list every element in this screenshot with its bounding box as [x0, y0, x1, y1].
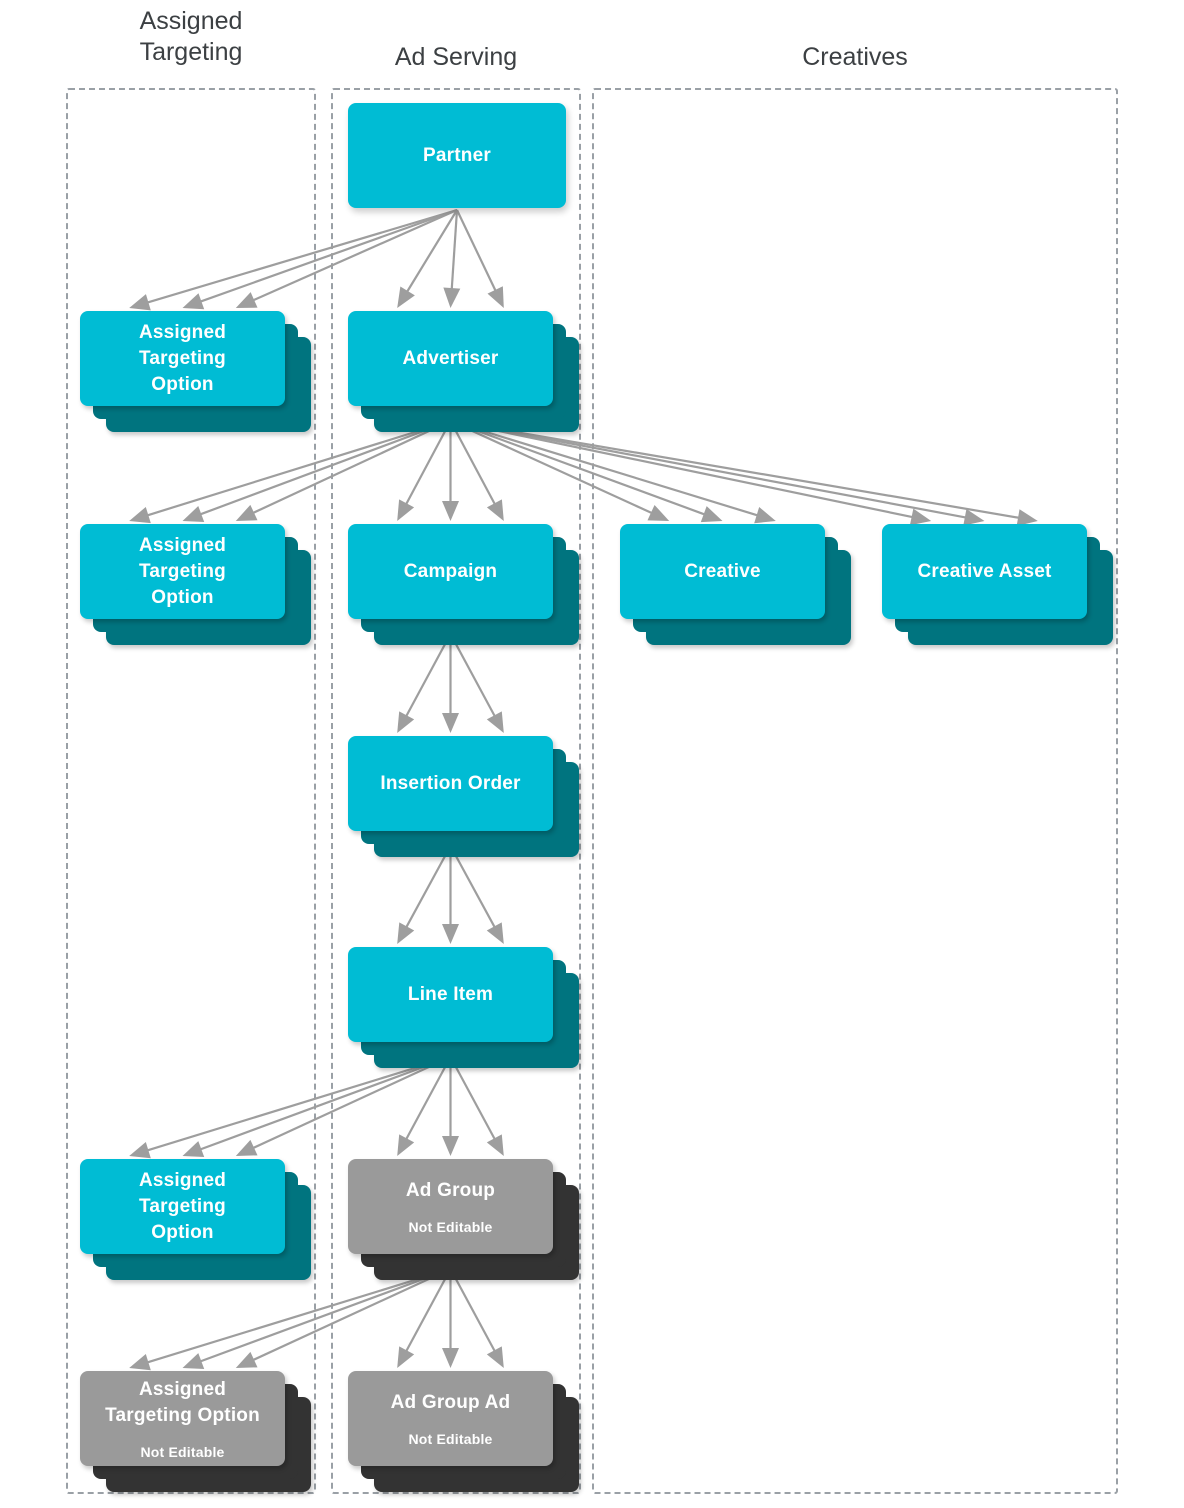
node-advertiser-label: Advertiser	[402, 347, 499, 369]
node-line-item-card[interactable]: Line Item	[348, 947, 553, 1042]
node-ato-2-label: Assigned Targeting Option	[138, 534, 227, 608]
node-partner-label: Partner	[423, 144, 491, 166]
node-campaign-card[interactable]: Campaign	[348, 524, 553, 619]
node-ato-1-card[interactable]: Assigned Targeting Option	[80, 311, 285, 406]
node-ad-group-badge: Not Editable	[408, 1218, 493, 1235]
swimlane-assigned-targeting	[66, 88, 316, 1494]
node-insertion-order[interactable]: Insertion Order	[348, 736, 579, 857]
node-campaign[interactable]: Campaign	[348, 524, 579, 645]
node-partner-card[interactable]: Partner	[348, 103, 566, 208]
node-creative-card[interactable]: Creative	[620, 524, 825, 619]
node-ad-group-ad-label: Ad Group Ad	[390, 1391, 511, 1413]
node-creative-label: Creative	[684, 560, 761, 582]
node-ad-group-ad-card[interactable]: Ad Group Ad Not Editable	[348, 1371, 553, 1466]
node-insertion-order-card[interactable]: Insertion Order	[348, 736, 553, 831]
node-creative-asset-card[interactable]: Creative Asset	[882, 524, 1087, 619]
node-ato-1-label: Assigned Targeting Option	[138, 321, 227, 395]
node-campaign-label: Campaign	[403, 560, 498, 582]
node-creative[interactable]: Creative	[620, 524, 851, 645]
node-ato-3-label: Assigned Targeting Option	[138, 1169, 227, 1243]
node-ad-group-label: Ad Group	[405, 1179, 496, 1201]
column-title-assigned-targeting: Assigned Targeting	[139, 7, 243, 66]
node-ato-4-badge: Not Editable	[140, 1443, 225, 1460]
node-ato-2-card[interactable]: Assigned Targeting Option	[80, 524, 285, 619]
node-ato-4-label: Assigned Targeting Option	[105, 1378, 260, 1426]
node-line-item-label: Line Item	[407, 983, 494, 1005]
node-insertion-order-label: Insertion Order	[380, 772, 521, 794]
node-line-item[interactable]: Line Item	[348, 947, 579, 1068]
node-advertiser-card[interactable]: Advertiser	[348, 311, 553, 406]
node-ato-2[interactable]: Assigned Targeting Option	[80, 524, 311, 645]
node-ato-3-card[interactable]: Assigned Targeting Option	[80, 1159, 285, 1254]
column-title-creatives: Creatives	[802, 43, 908, 71]
node-ad-group-ad[interactable]: Ad Group Ad Not Editable	[348, 1371, 579, 1492]
swimlane-ad-serving	[331, 88, 581, 1494]
node-partner[interactable]: Partner	[348, 103, 566, 208]
node-creative-asset[interactable]: Creative Asset	[882, 524, 1113, 645]
node-advertiser[interactable]: Advertiser	[348, 311, 579, 432]
node-creative-asset-label: Creative Asset	[917, 560, 1052, 582]
node-ato-1[interactable]: Assigned Targeting Option	[80, 311, 311, 432]
column-title-ad-serving: Ad Serving	[394, 43, 518, 71]
swimlane-creatives	[592, 88, 1118, 1494]
node-ad-group-ad-badge: Not Editable	[408, 1430, 493, 1447]
node-ato-3[interactable]: Assigned Targeting Option	[80, 1159, 311, 1280]
